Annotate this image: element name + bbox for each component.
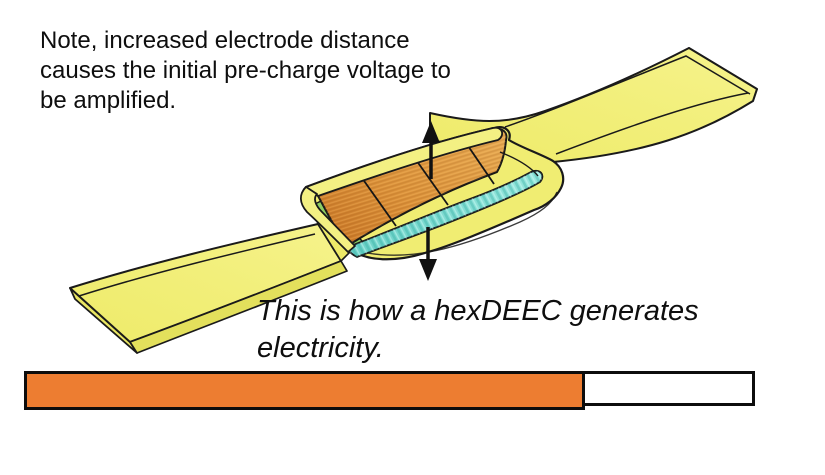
progress-fill bbox=[24, 371, 585, 410]
left-strap-side-face bbox=[129, 260, 348, 354]
caption-text: This is how a hexDEEC generates electric… bbox=[257, 295, 699, 364]
electrode-segment-divider bbox=[361, 177, 397, 227]
up-arrow-icon bbox=[422, 121, 440, 179]
progress-bar bbox=[24, 371, 755, 410]
right-strap-surface bbox=[429, 47, 758, 163]
down-arrow-icon bbox=[419, 227, 437, 281]
right-strap bbox=[429, 47, 758, 163]
shell-rim bbox=[299, 126, 539, 253]
shell-rim-left-channel bbox=[299, 186, 356, 253]
left-strap bbox=[69, 223, 348, 354]
shell-rim-top-band bbox=[305, 126, 504, 197]
bottom-electrode bbox=[347, 169, 544, 258]
electrode-segment-divider bbox=[413, 156, 449, 206]
note-text: Note, increased electrode distance cause… bbox=[40, 27, 451, 114]
